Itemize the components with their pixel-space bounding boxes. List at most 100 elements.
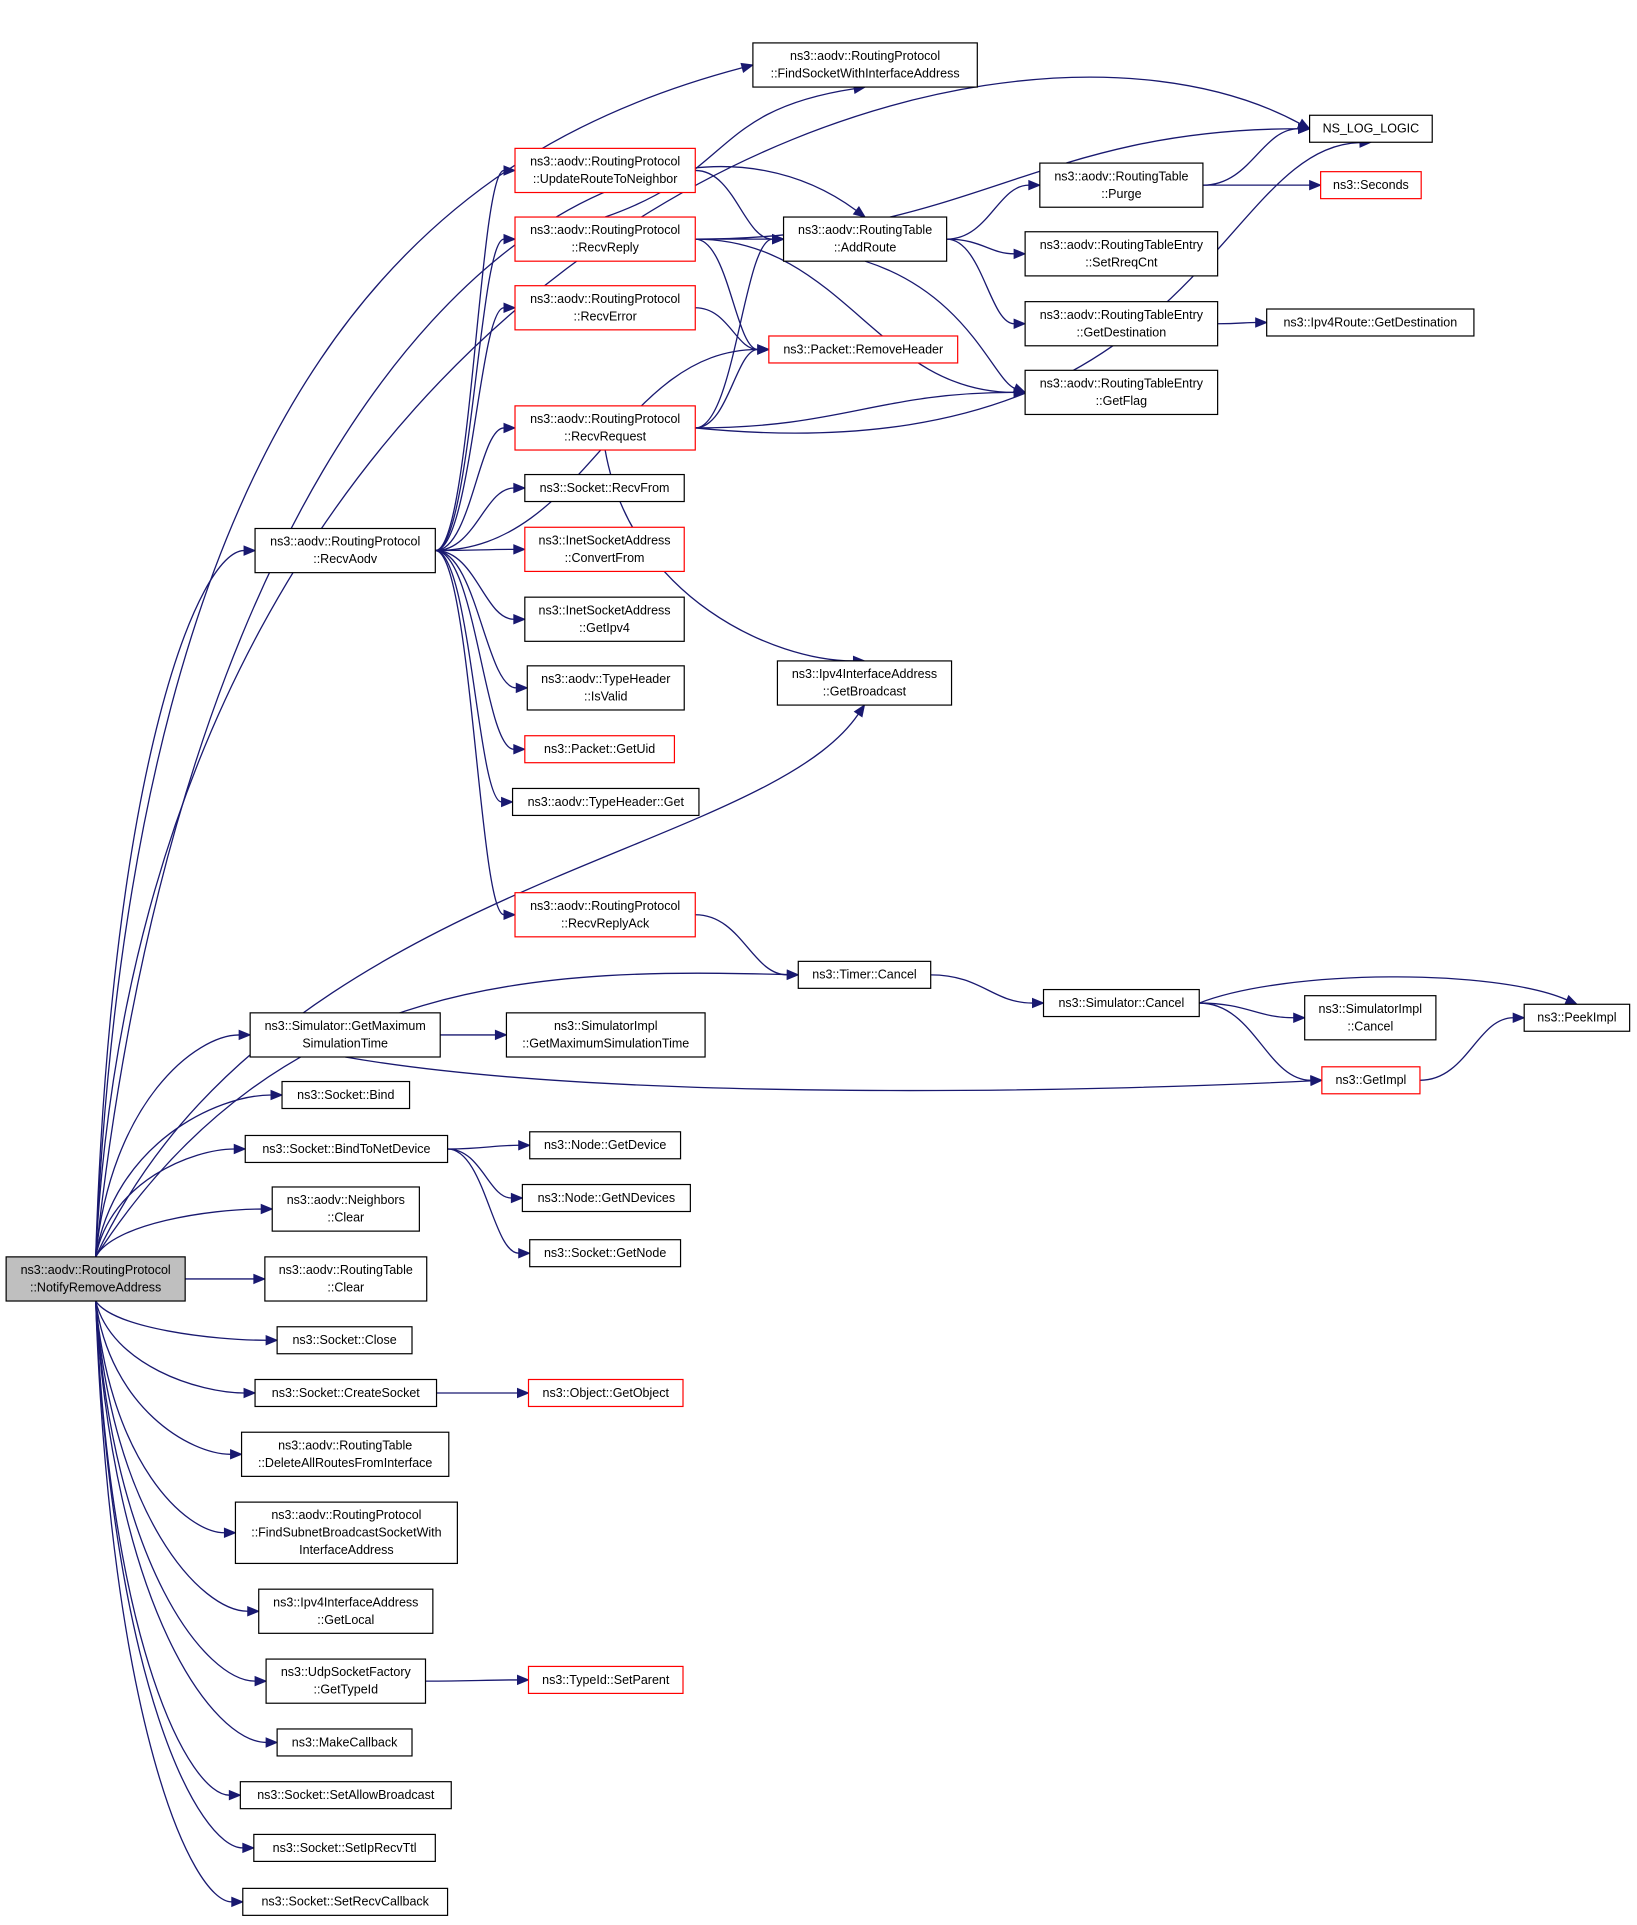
node-createsock[interactable]: ns3::Socket::CreateSocket — [254, 1378, 438, 1408]
node-rtclear[interactable]: ns3::aodv::RoutingTable::Clear — [264, 1256, 428, 1302]
node-label: ns3::SimulatorImpl — [554, 1019, 658, 1033]
node-simgetmax[interactable]: ns3::Simulator::GetMaximumSimulationTime — [249, 1012, 441, 1058]
node-label: ns3::aodv::TypeHeader::Get — [528, 795, 685, 809]
node-seconds[interactable]: ns3::Seconds — [1320, 171, 1422, 200]
node-label: ns3::Simulator::GetMaximum — [265, 1019, 426, 1033]
node-close[interactable]: ns3::Socket::Close — [276, 1326, 413, 1355]
node-setiprecv[interactable]: ns3::Socket::SetIpRecvTtl — [253, 1833, 436, 1862]
edge-addroute-to-purge — [946, 179, 1042, 240]
node-findsock[interactable]: ns3::aodv::RoutingProtocol::FindSocketWi… — [752, 42, 978, 88]
node-purge[interactable]: ns3::aodv::RoutingTable::Purge — [1039, 162, 1204, 208]
node-removehdr[interactable]: ns3::Packet::RemoveHeader — [768, 335, 959, 364]
arrowhead — [513, 613, 527, 625]
node-nslog[interactable]: NS_LOG_LOGIC — [1308, 114, 1433, 143]
node-ipv4dest[interactable]: ns3::Ipv4Route::GetDestination — [1266, 308, 1475, 337]
node-getbcast[interactable]: ns3::Ipv4InterfaceAddress::GetBroadcast — [776, 660, 953, 706]
edge-line — [604, 449, 854, 662]
edge-bindnet-to-getnode — [447, 1148, 532, 1259]
arrowhead — [852, 205, 867, 218]
node-timercancel[interactable]: ns3::Timer::Cancel — [797, 960, 932, 989]
node-makecb[interactable]: ns3::MakeCallback — [276, 1728, 413, 1757]
node-bindnet[interactable]: ns3::Socket::BindToNetDevice — [244, 1134, 449, 1164]
node-label: ::IsValid — [584, 690, 628, 704]
node-root[interactable]: ns3::aodv::RoutingProtocol::NotifyRemove… — [5, 1256, 186, 1302]
node-box — [1321, 1066, 1421, 1095]
edge-root-to-makecb — [94, 1300, 279, 1748]
edge-line — [435, 548, 514, 552]
node-addroute[interactable]: ns3::aodv::RoutingTable::AddRoute — [782, 216, 948, 262]
node-setparent[interactable]: ns3::TypeId::SetParent — [527, 1665, 684, 1695]
edge-line — [1199, 1002, 1294, 1019]
node-getdevice[interactable]: ns3::Node::GetDevice — [529, 1131, 682, 1160]
edge-timercancel-to-simcancel — [930, 974, 1045, 1009]
node-simimplcancel[interactable]: ns3::SimulatorImpl::Cancel — [1304, 995, 1437, 1041]
node-label: ns3::PeekImpl — [1537, 1011, 1616, 1025]
node-box — [524, 473, 685, 503]
node-simimplgetmax[interactable]: ns3::SimulatorImpl::GetMaximumSimulation… — [505, 1012, 706, 1058]
edge-root-to-close — [95, 1300, 279, 1346]
edge-simcancel-to-getimpl — [1199, 1002, 1324, 1086]
edge-line — [95, 713, 859, 1258]
edge-bindnet-to-getndev — [447, 1148, 524, 1204]
edge-bindnet-to-getdevice — [447, 1140, 532, 1151]
node-convert[interactable]: ns3::InetSocketAddress::ConvertFrom — [524, 526, 685, 573]
node-setrreq[interactable]: ns3::aodv::RoutingTableEntry::SetRreqCnt — [1024, 231, 1219, 277]
edge-root-to-udptypeid — [94, 1300, 268, 1687]
node-recvreply[interactable]: ns3::aodv::RoutingProtocol::RecvReply — [514, 216, 696, 262]
node-recvfrom[interactable]: ns3::Socket::RecvFrom — [524, 473, 685, 503]
arrowhead — [230, 1449, 243, 1460]
node-updroute[interactable]: ns3::aodv::RoutingProtocol::UpdateRouteT… — [514, 147, 696, 194]
node-box — [5, 1256, 186, 1302]
arrowhead — [242, 1842, 256, 1854]
node-getdest[interactable]: ns3::aodv::RoutingTableEntry::GetDestina… — [1024, 301, 1219, 347]
node-recvack[interactable]: ns3::aodv::RoutingProtocol::RecvReplyAck — [514, 892, 696, 938]
node-recvaodv[interactable]: ns3::aodv::RoutingProtocol::RecvAodv — [254, 527, 436, 574]
node-getimpl[interactable]: ns3::GetImpl — [1321, 1066, 1421, 1095]
node-getipv4[interactable]: ns3::InetSocketAddress::GetIpv4 — [524, 596, 685, 642]
node-peekimpl[interactable]: ns3::PeekImpl — [1523, 1003, 1631, 1032]
node-box — [511, 787, 700, 817]
arrowhead — [516, 1387, 530, 1399]
edge-line — [435, 169, 505, 552]
node-delroutes[interactable]: ns3::aodv::RoutingTable::DeleteAllRoutes… — [240, 1431, 450, 1477]
node-getndev[interactable]: ns3::Node::GetNDevices — [521, 1183, 691, 1213]
node-getflag[interactable]: ns3::aodv::RoutingTableEntry::GetFlag — [1024, 369, 1219, 416]
node-box — [1039, 162, 1204, 208]
node-findsubnet[interactable]: ns3::aodv::RoutingProtocol::FindSubnetBr… — [234, 1501, 458, 1565]
arrowhead — [1032, 997, 1045, 1009]
edge-line — [435, 549, 514, 750]
edge-line — [946, 238, 1015, 325]
edge-getimpl-to-peekimpl — [1419, 1012, 1526, 1081]
node-box — [526, 665, 685, 711]
node-label: ns3::Node::GetNDevices — [538, 1191, 676, 1205]
node-nbclear[interactable]: ns3::aodv::Neighbors::Clear — [271, 1186, 420, 1232]
node-setrecvcb[interactable]: ns3::Socket::SetRecvCallback — [242, 1887, 449, 1916]
node-setallowbc[interactable]: ns3::Socket::SetAllowBroadcast — [239, 1781, 452, 1810]
node-recverror[interactable]: ns3::aodv::RoutingProtocol::RecvError — [514, 285, 696, 331]
node-label: ::ConvertFrom — [565, 551, 645, 565]
arrowhead — [254, 1675, 268, 1687]
edge-line — [94, 1034, 240, 1257]
node-label: InterfaceAddress — [299, 1543, 394, 1557]
edge-line — [94, 1300, 230, 1796]
node-isvalid[interactable]: ns3::aodv::TypeHeader::IsValid — [526, 665, 685, 711]
node-label: ::GetMaximumSimulationTime — [522, 1037, 689, 1051]
edge-line — [345, 1056, 1311, 1092]
node-box — [265, 1658, 427, 1704]
arrowhead — [1013, 248, 1027, 260]
node-getobject[interactable]: ns3::Object::GetObject — [527, 1378, 684, 1408]
node-recvrequest[interactable]: ns3::aodv::RoutingProtocol::RecvRequest — [514, 405, 696, 451]
arrowhead — [1255, 317, 1269, 328]
node-udptypeid[interactable]: ns3::UdpSocketFactory::GetTypeId — [265, 1658, 427, 1704]
node-label: ns3::aodv::RoutingProtocol — [530, 155, 680, 169]
node-getuid[interactable]: ns3::Packet::GetUid — [524, 735, 676, 764]
node-thget[interactable]: ns3::aodv::TypeHeader::Get — [511, 787, 700, 817]
node-getnode[interactable]: ns3::Socket::GetNode — [529, 1239, 682, 1268]
node-getlocal[interactable]: ns3::Ipv4InterfaceAddress::GetLocal — [258, 1588, 434, 1634]
edge-line — [425, 1679, 518, 1682]
arrowhead — [513, 743, 527, 755]
node-label: NS_LOG_LOGIC — [1323, 122, 1420, 136]
node-simcancel[interactable]: ns3::Simulator::Cancel — [1042, 988, 1200, 1018]
edge-line — [695, 238, 773, 429]
node-bind[interactable]: ns3::Socket::Bind — [281, 1080, 411, 1110]
